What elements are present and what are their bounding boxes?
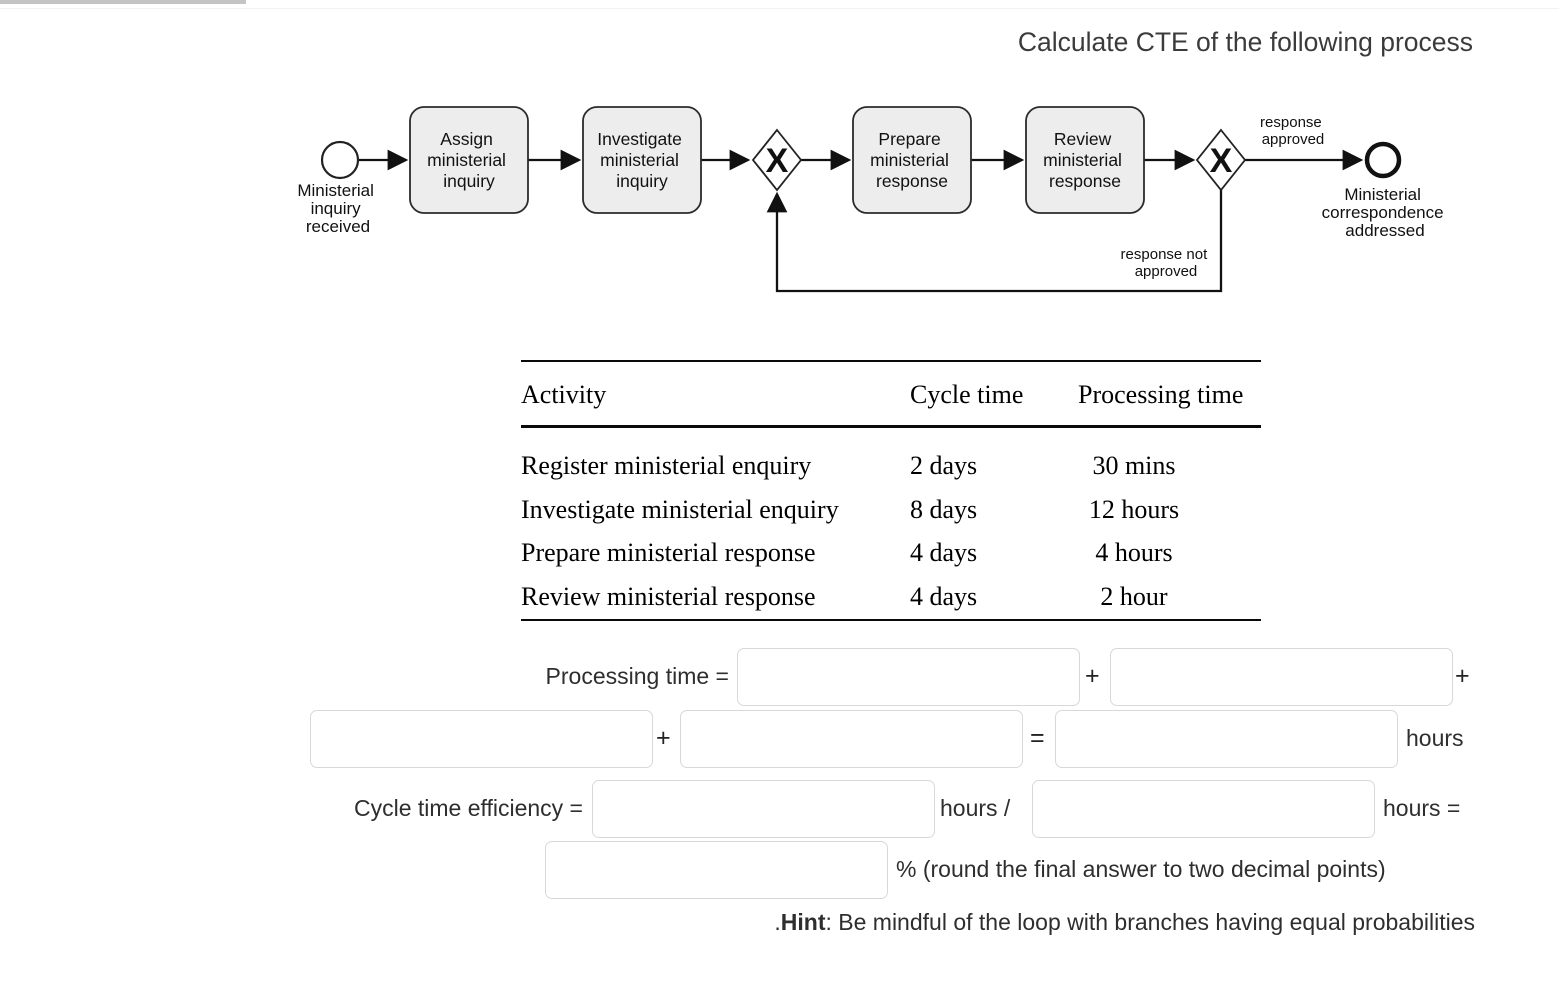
task-prepare-label: Prepare ministerial response	[870, 129, 954, 191]
cell-processing-time: 2 hour	[1100, 581, 1168, 611]
task-assign-label: Assign ministerial inquiry	[427, 129, 511, 191]
cell-activity: Register ministerial enquiry	[521, 451, 812, 480]
hint-rest: : Be mindful of the loop with branches h…	[825, 909, 1475, 935]
processing-term-1-input[interactable]	[737, 648, 1080, 706]
top-progress-bar	[0, 0, 246, 4]
header-activity: Activity	[521, 380, 607, 409]
table-header-row: Activity Cycle time Processing time	[521, 362, 1261, 428]
flow-loop-not-approved	[766, 190, 1223, 293]
cte-denominator-input[interactable]	[1032, 780, 1375, 838]
table-row: Prepare ministerial response 4 days 4 ho…	[521, 531, 1261, 575]
task-assign-ministerial-inquiry	[409, 106, 529, 214]
cell-activity: Prepare ministerial response	[521, 538, 816, 567]
processing-total-input[interactable]	[1055, 710, 1398, 768]
table-row: Review ministerial response 4 days 2 hou…	[521, 575, 1261, 619]
end-event-circle	[1364, 141, 1402, 179]
hours-divide-label: hours /	[940, 795, 1011, 821]
end-event-label: Ministerial correspondence addressed	[1322, 185, 1449, 240]
question-title: Calculate CTE of the following process	[1017, 27, 1473, 57]
top-divider	[0, 8, 1559, 9]
hours-equals-label: hours =	[1383, 795, 1461, 821]
start-event-circle	[320, 140, 360, 180]
task-investigate-ministerial-inquiry	[582, 106, 702, 214]
percent-round-note: % (round the final answer to two decimal…	[896, 856, 1386, 882]
xor-gateway-1-symbol: X	[766, 142, 789, 180]
cell-processing-time: 12 hours	[1088, 494, 1180, 524]
task-review-ministerial-response	[1025, 106, 1145, 214]
hint-text: .Hint: Be mindful of the loop with branc…	[774, 909, 1475, 936]
task-review-label: Review ministerial response	[1043, 129, 1127, 191]
task-investigate-label: Investigate ministerial inquiry	[597, 129, 687, 191]
cell-cycle-time: 4 days	[910, 581, 978, 611]
plus-operator: +	[1455, 662, 1470, 690]
processing-term-2-input[interactable]	[1110, 648, 1453, 706]
processing-term-4-input[interactable]	[680, 710, 1023, 768]
cell-cycle-time: 8 days	[910, 494, 978, 524]
plus-operator: +	[656, 724, 671, 752]
cell-processing-time: 4 hours	[1095, 538, 1173, 567]
cell-cycle-time: 4 days	[910, 538, 978, 567]
cell-activity: Review ministerial response	[521, 581, 816, 611]
equals-operator: =	[1030, 724, 1045, 752]
table-row: Register ministerial enquiry 2 days 30 m…	[521, 444, 1261, 488]
cell-activity: Investigate ministerial enquiry	[521, 494, 839, 524]
cte-numerator-input[interactable]	[592, 780, 935, 838]
response-not-approved-label: response not approved	[1121, 246, 1212, 280]
response-approved-label: response approved	[1260, 114, 1326, 148]
table-body: Register ministerial enquiry 2 days 30 m…	[521, 428, 1261, 621]
hint-bold: Hint	[780, 909, 826, 935]
plus-operator: +	[1085, 662, 1100, 690]
start-event-label: Ministerial inquiry received	[297, 181, 378, 236]
cycle-time-efficiency-label: Cycle time efficiency =	[353, 795, 583, 821]
processing-term-3-input[interactable]	[310, 710, 653, 768]
hours-label: hours	[1406, 725, 1464, 751]
processing-time-label: Processing time =	[545, 663, 729, 689]
cte-percent-input[interactable]	[545, 841, 888, 899]
table-row: Investigate ministerial enquiry 8 days 1…	[521, 488, 1261, 532]
cell-cycle-time: 2 days	[910, 451, 978, 480]
xor-gateway-2-symbol: X	[1210, 142, 1233, 180]
activity-table: Activity Cycle time Processing time Regi…	[521, 360, 1261, 621]
xor-gateway-1	[751, 128, 803, 192]
cell-processing-time: 30 mins	[1092, 451, 1176, 480]
task-prepare-ministerial-response	[852, 106, 972, 214]
process-diagram: Ministerial inquiry received Assign mini…	[297, 106, 1449, 293]
header-processing-time: Processing time	[1078, 380, 1244, 409]
header-cycle-time: Cycle time	[910, 380, 1024, 409]
sequence-flows	[358, 149, 1364, 293]
xor-gateway-2	[1195, 128, 1247, 192]
hint-prefix: .	[774, 909, 781, 935]
